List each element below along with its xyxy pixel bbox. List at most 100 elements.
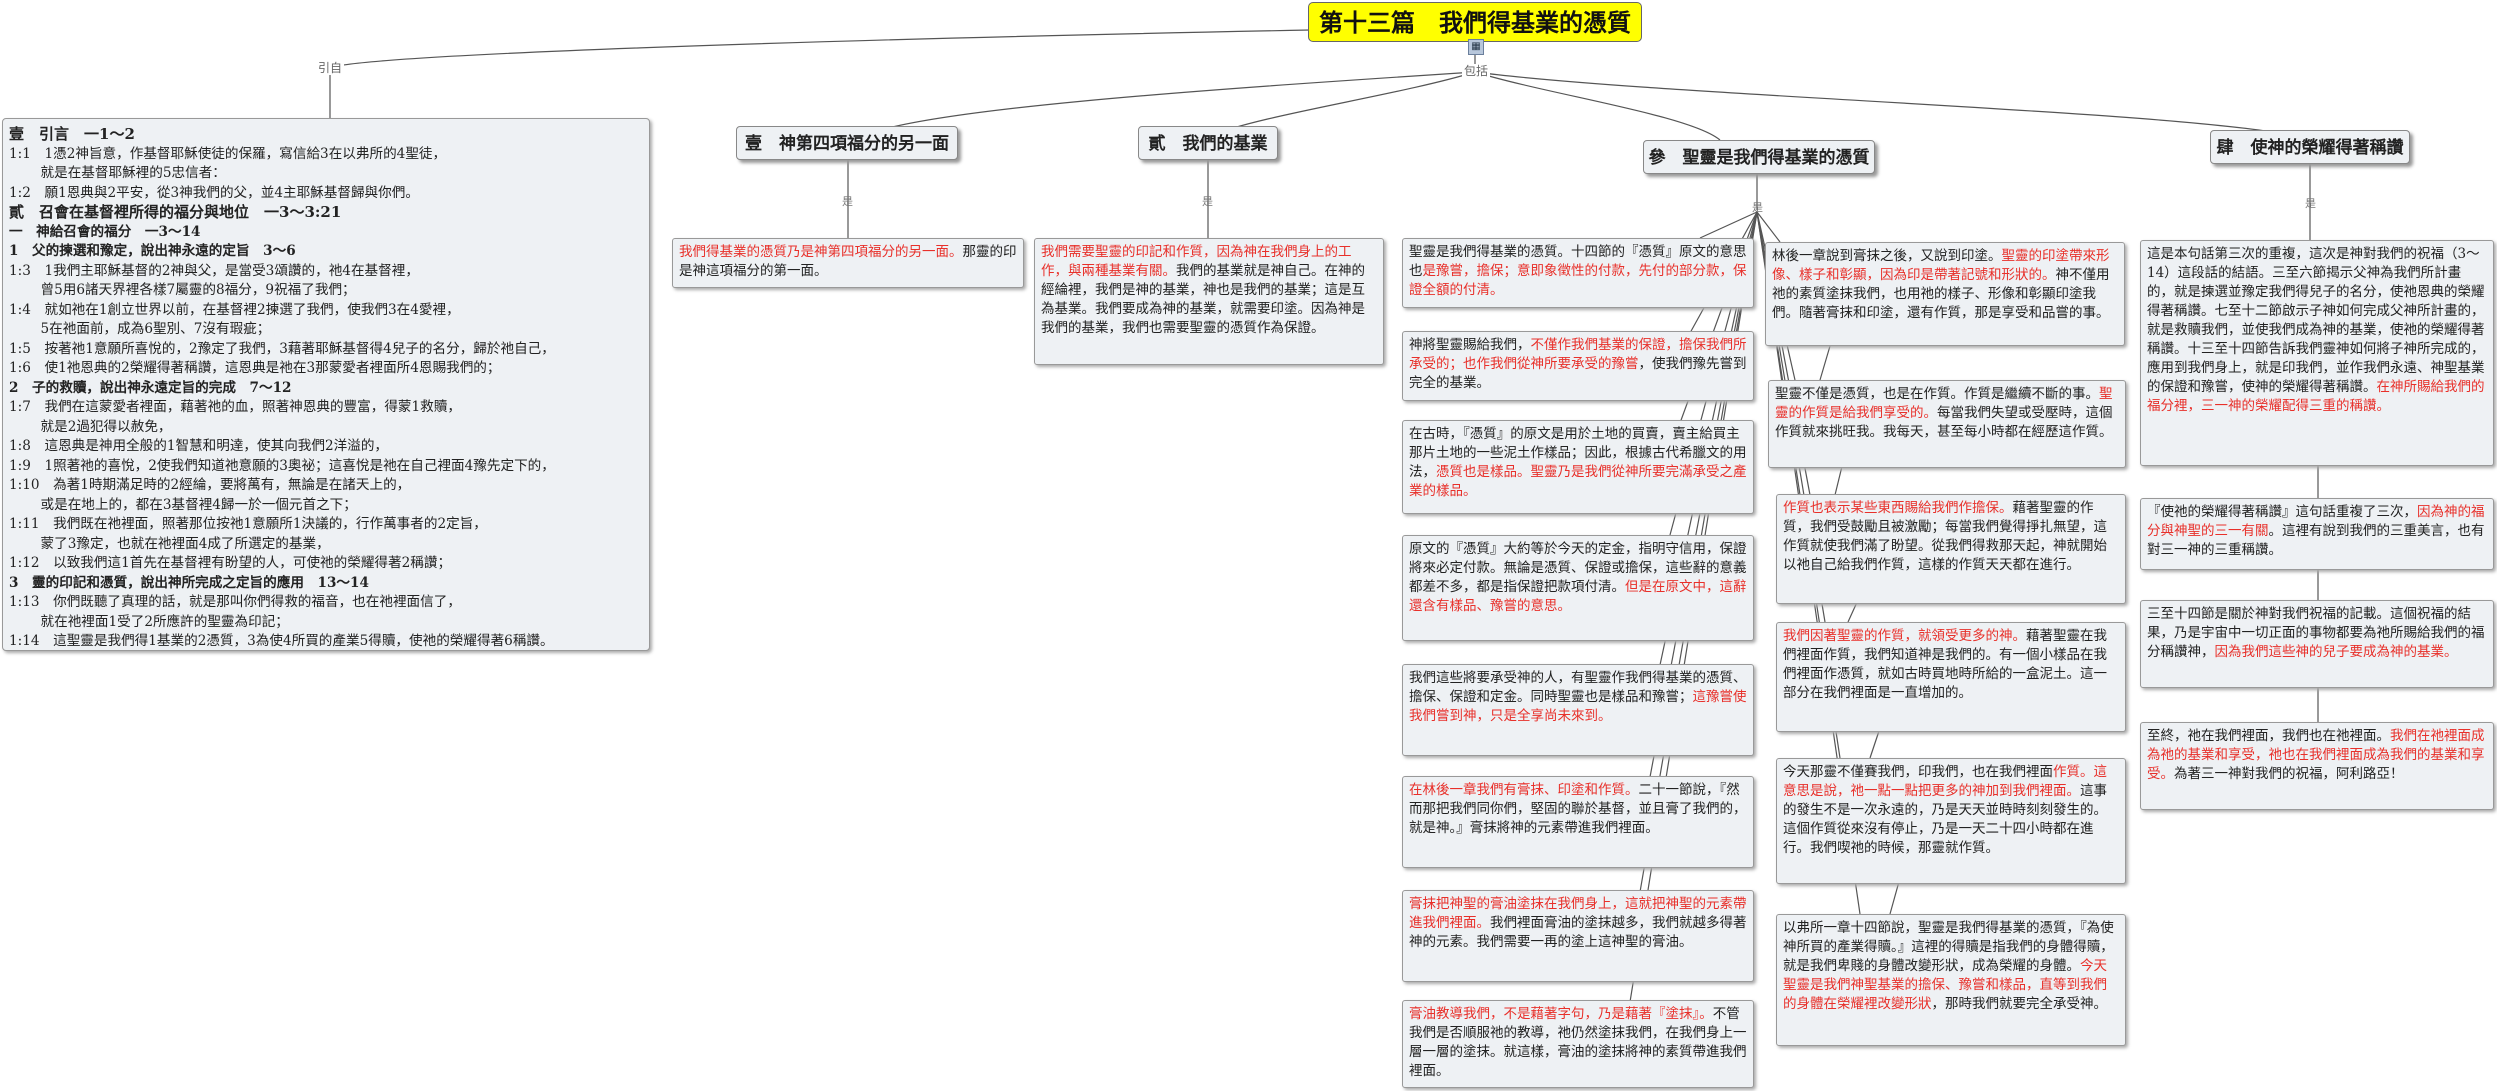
note-b4-1[interactable]: 這是本句話第三次的重複，這次是神對我們的祝福（3～14）這段話的結語。三至六節揭… <box>2140 240 2494 466</box>
highlight-text: 我們因著聖靈的作質，就領受更多的神。 <box>1783 628 2026 644</box>
intro-verse-line: 1:11 我們既在祂裡面，照著那位按祂1意願所1決議的，行作萬事者的2定旨， <box>9 516 487 532</box>
intro-scripture-panel[interactable]: 壹 引言 一1～2 1:1 1憑2神旨意，作基督耶穌使徒的保羅，寫信給3在以弗所的… <box>2 118 650 651</box>
branch-1-heading[interactable]: 壹 神第四項福分的另一面 <box>736 126 958 160</box>
note-text: 林後一章說到膏抹之後，又說到印塗。 <box>1772 248 2002 264</box>
note-text: 這事的發生不是一次永遠的，乃是天天並時時刻刻發生的。這個作質從來沒有停止，乃是一… <box>1783 783 2107 856</box>
highlight-text: 我們需要聖靈的印記和作質，因為神在我們身上的工作，與兩種基業有關。 <box>1041 244 1352 279</box>
highlight-text: 因為神的福分與神聖的三一有關 <box>2147 504 2485 539</box>
note-text: 這是本句話第三次的重複，這次是神對我們的祝福（3～14）這段話的結語。三至六節揭… <box>2147 246 2485 395</box>
note-b3a-4[interactable]: 原文的『憑質』大約等於今天的定金，指明守信用，保證將來必定付款。無論是憑質、保證… <box>1402 535 1754 641</box>
note-text: 以弗所一章十四節說，聖靈是我們得基業的憑質，『為使神所買的產業得贖。』這裡的得贖… <box>1783 920 2114 974</box>
note-text: ，使我們豫先嘗到完全的基業。 <box>1409 356 1747 391</box>
highlight-text: 是豫嘗，擔保；意即象徵性的付款，先付的部分款，保證全額的付清。 <box>1409 263 1747 298</box>
note-text: 每當我們失望或受壓時，這個作質就來挑旺我。我每天，甚至每小時都在經歷這作質。 <box>1775 405 2113 440</box>
link-label-main: 包括 <box>1462 64 1491 78</box>
note-b4-3[interactable]: 三至十四節是關於神對我們祝福的記載。這個祝福的結果，乃是宇宙中一切正面的事物都要… <box>2140 600 2494 688</box>
note-text: 在古時，『憑質』的原文是用於土地的買賣，賣主給買主那片土地的一些泥土作樣品；因此… <box>1409 426 1747 480</box>
highlight-text: 因為我們這些神的兒子要成為神的基業。 <box>2214 644 2458 660</box>
intro-verse-line: 1:1 1憑2神旨意，作基督耶穌使徒的保羅，寫信給3在以弗所的4聖徒， <box>9 145 447 162</box>
highlight-text: 我們在祂裡面成為祂的基業和享受，祂也在我們裡面成為我們的基業和享受。 <box>2147 728 2485 782</box>
intro-heading: 壹 引言 一1～2 <box>9 125 135 143</box>
highlight-text: 在神所賜給我們的福分裡，三一神的榮耀配得三重的稱讚。 <box>2147 379 2485 414</box>
note-b3a-2[interactable]: 神將聖靈賜給我們，不僅作我們基業的保證，擔保我們所承受的；也作我們從神所要承受的… <box>1402 331 1754 401</box>
link-label-intro: 引自 <box>316 61 345 75</box>
map-title[interactable]: 第十三篇 我們得基業的憑質 <box>1308 2 1642 42</box>
note-b3a-7[interactable]: 膏抹把神聖的膏油塗抹在我們身上，這就把神聖的元素帶進我們裡面。我們裡面膏油的塗抹… <box>1402 890 1754 982</box>
note-b1-1[interactable]: 我們得基業的憑質乃是神第四項福分的另一面。那靈的印是神這項福分的第一面。 <box>672 238 1024 288</box>
grid-icon[interactable]: ▦ <box>1468 39 1484 55</box>
note-b4-2[interactable]: 『使祂的榮耀得著稱讚』這句話重複了三次，因為神的福分與神聖的三一有關。這裡有說到… <box>2140 498 2494 570</box>
note-b3b-4[interactable]: 我們因著聖靈的作質，就領受更多的神。藉著聖靈在我們裡面作質，我們知道神是我們的。… <box>1776 622 2126 732</box>
link-label-b3: 是 <box>1752 201 1763 214</box>
highlight-text: 膏油教導我們，不是藉著字句，乃是藉著『塗抹』。 <box>1409 1006 1713 1022</box>
intro-verse-line: 1:13 你們既聽了真理的話，就是那叫你們得救的福音，也在祂裡面信了， <box>9 594 461 610</box>
link-label-b2: 是 <box>1202 195 1213 208</box>
note-text: 我們的基業就是神自己。在神的經綸裡，我們是神的基業，神也是我們的基業；這是互為基… <box>1041 263 1365 336</box>
note-text: 那靈的印是神這項福分的第一面。 <box>679 244 1017 279</box>
highlight-text: 不僅作我們基業的保證，擔保我們所承受的；也作我們從神所要承受的豫嘗 <box>1409 337 1747 372</box>
intro-heading: 2 子的救贖，說出神永遠定旨的完成 7～12 <box>9 379 292 396</box>
intro-verse-line: 1:8 這恩典是神用全般的1智慧和明達，使其向我們2洋溢的， <box>9 438 389 454</box>
intro-heading: 貳 召會在基督裡所得的福分與地位 一3～3:21 <box>9 203 342 221</box>
intro-heading: 1 父的揀選和豫定，說出神永遠的定旨 3～6 <box>9 243 296 259</box>
highlight-text: 聖靈的印塗帶來形像、樣子和彰顯，因為印是帶著記號和形狀的。 <box>1772 248 2110 283</box>
note-b3b-2[interactable]: 聖靈不僅是憑質，也是在作質。作質是繼續不斷的事。聖靈的作質是給我們享受的。每當我… <box>1768 380 2126 468</box>
note-text: ，那時我們就要完全承受神。 <box>1931 996 2108 1012</box>
intro-verse-line: 1:6 使1祂恩典的2榮耀得著稱讚，這恩典是祂在3那蒙愛者裡面所4恩賜我們的； <box>9 360 501 376</box>
intro-verse-line: 1:2 願1恩典與2平安，從3神我們的父，並4主耶穌基督歸與你們。 <box>9 184 419 201</box>
note-b3b-6[interactable]: 以弗所一章十四節說，聖靈是我們得基業的憑質，『為使神所買的產業得贖。』這裡的得贖… <box>1776 914 2126 1046</box>
note-text: 聖靈不僅是憑質，也是在作質。作質是繼續不斷的事。 <box>1775 386 2099 402</box>
note-text: 不管我們是否順服祂的教導，祂仍然塗抹我們，在我們身上一層一層的塗抹。就這樣，膏油… <box>1409 1006 1747 1079</box>
intro-verse-line: 就是2過犯得以赦免， <box>9 418 172 435</box>
intro-verse-line: 就是在基督耶穌裡的5忠信者： <box>9 165 226 181</box>
highlight-text: 作質。這意思是說，祂一點一點把更多的神加到我們裡面。 <box>1783 764 2107 799</box>
note-text: 為著三一神對我們的祝福，阿利路亞！ <box>2174 766 2404 782</box>
branch-3-heading[interactable]: 參 聖靈是我們得基業的憑質 <box>1643 140 1875 174</box>
note-b3a-1[interactable]: 聖靈是我們得基業的憑質。十四節的『憑質』原文的意思也是豫嘗，擔保；意即象徵性的付… <box>1402 238 1754 308</box>
note-text: 藉著聖靈的作質，我們受鼓勵且被激勵；每當我們覺得掙扎無望，這作質就使我們滿了盼望… <box>1783 500 2107 573</box>
note-text: 聖靈是我們得基業的憑質。十四節的『憑質』原文的意思也 <box>1409 244 1747 279</box>
note-b2-1[interactable]: 我們需要聖靈的印記和作質，因為神在我們身上的工作，與兩種基業有關。我們的基業就是… <box>1034 238 1384 365</box>
note-b3b-5[interactable]: 今天那靈不僅賽我們，印我們，也在我們裡面作質。這意思是說，祂一點一點把更多的神加… <box>1776 758 2126 884</box>
note-b4-4[interactable]: 至終，祂在我們裡面，我們也在祂裡面。我們在祂裡面成為祂的基業和享受，祂也在我們裡… <box>2140 722 2494 810</box>
highlight-text: 膏抹把神聖的膏油塗抹在我們身上，這就把神聖的元素帶進我們裡面。 <box>1409 896 1747 931</box>
intro-verse-line: 1:3 1我們主耶穌基督的2神與父，是當受3頌讚的，祂4在基督裡， <box>9 262 419 279</box>
link-label-b1: 是 <box>842 195 853 208</box>
intro-verse-line: 1:14 這聖靈是我們得1基業的2憑質，3為使4所買的產業5得贖，使祂的榮耀得著… <box>9 633 554 649</box>
note-text: 二十一節說，『然而那把我們同你們，堅固的聯於基督，並且膏了我們的，就是神。』膏抹… <box>1409 782 1747 836</box>
intro-verse-line: 1:5 按著祂1意願所喜悅的，2豫定了我們，3藉著耶穌基督得4兒子的名分，歸於祂… <box>9 340 555 357</box>
highlight-text: 這豫嘗使我們嘗到神，只是全享尚未來到。 <box>1409 689 1747 724</box>
note-b3a-5[interactable]: 我們這些將要承受神的人，有聖靈作我們得基業的憑質、擔保、保證和定金。同時聖靈也是… <box>1402 664 1754 756</box>
intro-verse-line: 1:7 我們在這蒙愛者裡面，藉著祂的血，照著神恩典的豐富，得蒙1救贖， <box>9 399 461 415</box>
highlight-text: 作質也表示某些東西賜給我們作擔保。 <box>1783 500 2013 516</box>
intro-verse-line: 1:4 就如祂在1創立世界以前，在基督裡2揀選了我們，使我們3在4愛裡， <box>9 301 460 318</box>
note-b3b-3[interactable]: 作質也表示某些東西賜給我們作擔保。藉著聖靈的作質，我們受鼓勵且被激勵；每當我們覺… <box>1776 494 2126 604</box>
note-b3a-6[interactable]: 在林後一章我們有膏抹、印塗和作質。二十一節說，『然而那把我們同你們，堅固的聯於基… <box>1402 776 1754 868</box>
intro-verse-line: 蒙了3豫定，也就在祂裡面4成了所選定的基業， <box>9 535 330 552</box>
highlight-text: 在林後一章我們有膏抹、印塗和作質。 <box>1409 782 1639 798</box>
note-b3a-3[interactable]: 在古時，『憑質』的原文是用於土地的買賣，賣主給買主那片土地的一些泥土作樣品；因此… <box>1402 420 1754 514</box>
highlight-text: 但是在原文中，這辭還含有樣品、豫嘗的意思。 <box>1409 579 1747 614</box>
highlight-text: 今天聖靈是我們神聖基業的擔保、豫嘗和樣品，直等到我們的身體在榮耀裡改變形狀 <box>1783 958 2107 1012</box>
note-b3b-1[interactable]: 林後一章說到膏抹之後，又說到印塗。聖靈的印塗帶來形像、樣子和彰顯，因為印是帶著記… <box>1765 242 2125 346</box>
intro-verse-line: 1:12 以致我們這1首先在基督裡有盼望的人，可使祂的榮耀得著2稱讚； <box>9 555 452 571</box>
intro-verse-line: 1:9 1照著祂的喜悅，2使我們知道祂意願的3奧祕；這喜悅是祂在自己裡面4豫先定… <box>9 457 555 474</box>
note-text: 『使祂的榮耀得著稱讚』這句話重複了三次， <box>2147 504 2417 520</box>
note-text: 。這裡有說到我們的三重美言，也有對三一神的三重稱讚。 <box>2147 523 2485 558</box>
intro-verse-line: 5在祂面前，成為6聖別、7沒有瑕疵； <box>9 321 271 337</box>
note-b3a-8[interactable]: 膏油教導我們，不是藉著字句，乃是藉著『塗抹』。不管我們是否順服祂的教導，祂仍然塗… <box>1402 1000 1754 1088</box>
branch-2-heading[interactable]: 貳 我們的基業 <box>1138 126 1278 160</box>
highlight-text: 我們得基業的憑質乃是神第四項福分的另一面。 <box>679 244 963 260</box>
highlight-text: 憑質也是樣品。聖靈乃是我們從神所要完滿承受之產業的樣品。 <box>1409 464 1747 499</box>
note-text: 藉著聖靈在我們裡面作質，我們知道神是我們的。有一個小樣品在我們裡面作憑質，就如古… <box>1783 628 2107 701</box>
intro-heading: 3 靈的印記和憑質，說出神所完成之定旨的應用 13～14 <box>9 574 369 591</box>
note-text: 神將聖靈賜給我們， <box>1409 337 1531 353</box>
intro-verse-line: 曾5用6諸天界裡各樣7屬靈的8福分，9祝福了我們； <box>9 282 356 298</box>
note-text: 我們裡面膏油的塗抹越多，我們就越多得著神的元素。我們需要一再的塗上這神聖的膏油。 <box>1409 915 1747 950</box>
intro-verse-line: 或是在地上的，都在3基督裡4歸一於一個元首之下； <box>9 496 357 513</box>
intro-verse-line: 1:10 為著1時期滿足時的2經綸，要將萬有，無論是在諸天上的， <box>9 477 411 493</box>
branch-4-heading[interactable]: 肆 使神的榮耀得著稱讚 <box>2210 130 2410 164</box>
highlight-text: 聖靈的作質是給我們享受的。 <box>1775 386 2113 421</box>
note-text: 我們這些將要承受神的人，有聖靈作我們得基業的憑質、擔保、保證和定金。同時聖靈也是… <box>1409 670 1747 705</box>
note-text: 至終，祂在我們裡面，我們也在祂裡面。 <box>2147 728 2390 744</box>
